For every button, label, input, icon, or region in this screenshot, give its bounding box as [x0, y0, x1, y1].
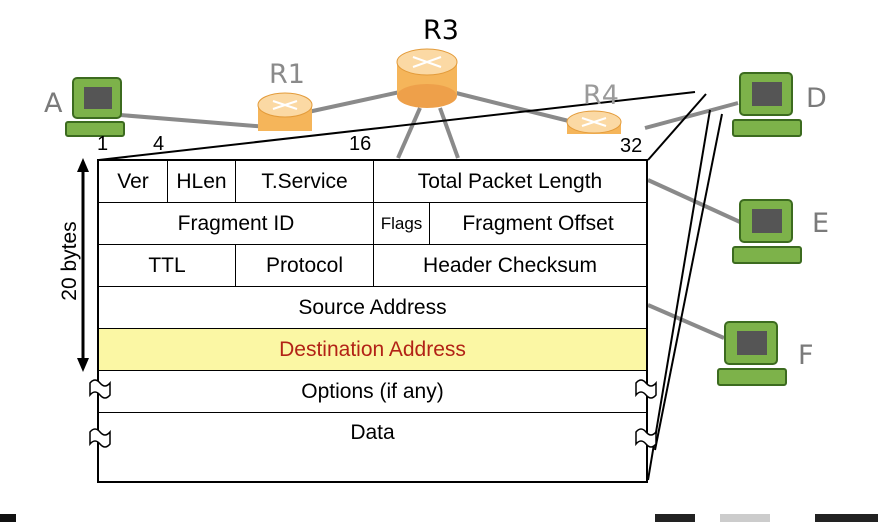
router-label-r4: R4 — [583, 80, 619, 111]
field-header-checksum: Header Checksum — [373, 245, 646, 286]
break-mark-left-1 — [89, 379, 111, 399]
field-version: Ver — [117, 169, 149, 193]
host-label-a: A — [44, 88, 63, 119]
header-row-5: Destination Address — [99, 329, 646, 371]
break-mark-left-2 — [89, 428, 111, 448]
link-f — [647, 303, 725, 340]
size-arrow — [77, 158, 89, 372]
host-label-e: E — [812, 208, 830, 239]
header-row-4: Source Address — [99, 287, 646, 329]
router-icon-r1 — [257, 92, 313, 131]
link-r3-r4 — [451, 90, 586, 127]
bit-label-32: 32 — [620, 135, 643, 157]
router-icon-r4 — [566, 110, 622, 134]
header-row-6: Options (if any) — [99, 371, 646, 413]
header-row-2: Fragment ID Flags Fragment Offset — [99, 203, 646, 245]
computer-icon-d — [732, 72, 802, 137]
field-type-of-service: T.Service — [235, 161, 373, 202]
router-label-r1: R1 — [269, 59, 305, 90]
header-row-7: Data — [99, 413, 646, 479]
field-source-address: Source Address — [298, 295, 447, 319]
zoom-callout-lines — [98, 91, 723, 481]
computer-icon-e — [732, 199, 802, 264]
header-row-3: TTL Protocol Header Checksum — [99, 245, 646, 287]
field-flags: Flags — [373, 203, 429, 244]
break-mark-right-1 — [635, 379, 657, 399]
field-total-length: Total Packet Length — [373, 161, 646, 202]
field-destination-address: Destination Address — [279, 337, 466, 361]
field-data: Data — [350, 421, 395, 444]
router-label-r3: R3 — [423, 15, 459, 46]
field-header-length: HLen — [167, 161, 235, 202]
ip-header-table: Ver HLen T.Service Total Packet Length F… — [97, 159, 648, 483]
field-fragment-offset: Fragment Offset — [429, 203, 646, 244]
bit-label-1: 1 — [97, 133, 109, 155]
link-r1-r3 — [307, 90, 401, 114]
link-r3-down-2 — [438, 107, 460, 159]
host-label-f: F — [798, 340, 814, 371]
computer-icon-a — [65, 77, 125, 137]
link-a-r1 — [119, 113, 269, 129]
link-r4-d — [644, 101, 739, 130]
field-fragment-id: Fragment ID — [177, 211, 295, 235]
host-label-d: D — [806, 83, 827, 114]
break-mark-right-2 — [635, 428, 657, 448]
field-protocol: Protocol — [235, 245, 373, 286]
router-icon-r3 — [396, 48, 458, 108]
bit-label-4: 4 — [153, 133, 165, 155]
bit-label-16: 16 — [349, 133, 372, 155]
field-ttl: TTL — [148, 253, 186, 277]
header-row-1: Ver HLen T.Service Total Packet Length — [99, 161, 646, 203]
computer-icon-f — [717, 321, 787, 386]
field-options: Options (if any) — [301, 379, 444, 403]
link-r3-down-1 — [396, 107, 422, 159]
